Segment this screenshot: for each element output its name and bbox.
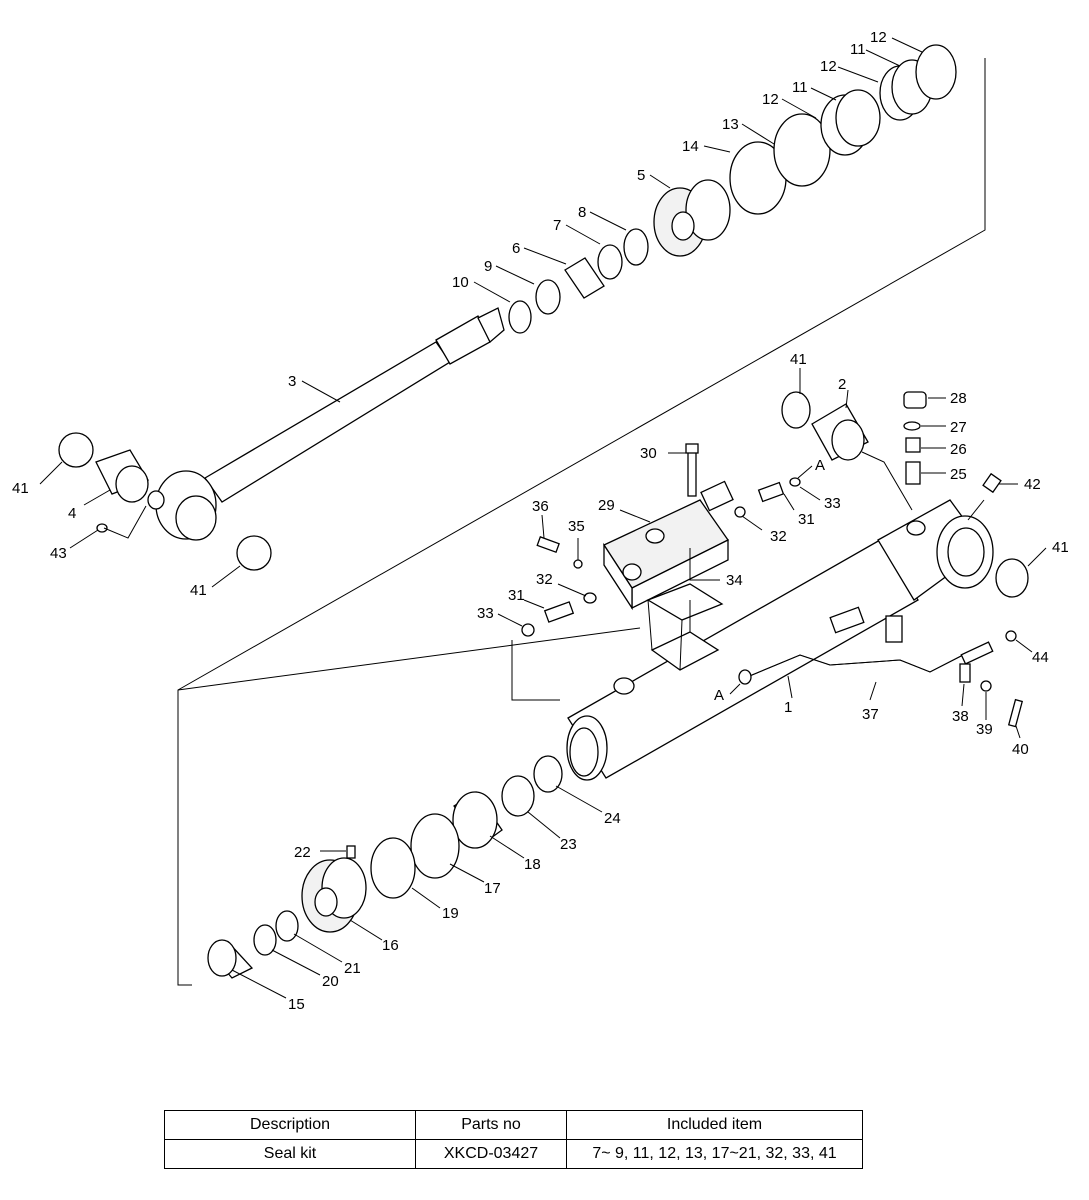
callout-label: 32 (536, 571, 553, 588)
callout-label: 38 (952, 708, 969, 725)
callout-label: 29 (598, 497, 615, 514)
leader-lines (39, 37, 1047, 999)
cylinder-tube (566, 499, 994, 781)
callout-label: 30 (640, 445, 657, 462)
callout-label: 12 (762, 91, 779, 108)
callout-label: 20 (322, 973, 339, 990)
boundary-lines (177, 58, 986, 986)
callout-label: 34 (726, 572, 743, 589)
cell-parts-no: XKCD-03427 (415, 1139, 567, 1169)
callout-label: 35 (568, 518, 585, 535)
callout-label: 21 (344, 960, 361, 977)
head-bushing (781, 391, 1029, 598)
pipe-assembly (738, 606, 1024, 728)
callout-label: 12 (820, 58, 837, 75)
cell-description: Seal kit (164, 1139, 416, 1169)
callout-label: 41 (190, 582, 207, 599)
callout-label: 40 (1012, 741, 1029, 758)
callout-label: 33 (477, 605, 494, 622)
callout-label: 44 (1032, 649, 1049, 666)
callout-label: 41 (790, 351, 807, 368)
piston-side-seals (207, 755, 563, 979)
callout-label: 24 (604, 810, 621, 827)
callout-label: 13 (722, 116, 739, 133)
callout-label: 28 (950, 390, 967, 407)
callout-label: 1 (784, 699, 792, 716)
table-row: Seal kit XKCD-03427 7~ 9, 11, 12, 13, 17… (164, 1139, 863, 1169)
callout-label: 8 (578, 204, 586, 221)
column-header-included-item: Included item (566, 1110, 863, 1140)
callout-label: 9 (484, 258, 492, 275)
callout-label: 41 (12, 480, 29, 497)
callout-label: 11 (792, 79, 808, 96)
callout-label: 14 (682, 138, 699, 155)
callout-label: 23 (560, 836, 577, 853)
head-fittings (903, 391, 1002, 494)
callout-label: 37 (862, 706, 879, 723)
exploded-parts-diagram: 12 11 12 11 12 13 14 5 8 7 6 9 10 3 41 4… (12, 29, 1069, 1013)
callout-label: 41 (1052, 539, 1069, 556)
callout-label: 12 (870, 29, 887, 46)
callout-label: 15 (288, 996, 305, 1013)
callout-label: A (815, 457, 825, 474)
callout-label: 36 (532, 498, 549, 515)
valve-block (521, 443, 801, 637)
callout-label: 17 (484, 880, 501, 897)
callout-label: 42 (1024, 476, 1041, 493)
callout-label: 19 (442, 905, 459, 922)
callout-label: 25 (950, 466, 967, 483)
table-header-row: Description Parts no Included item (164, 1110, 863, 1140)
callout-label: 32 (770, 528, 787, 545)
callout-label: A (714, 687, 724, 704)
callout-label: 5 (637, 167, 645, 184)
callout-label: 10 (452, 274, 469, 291)
callout-label: 16 (382, 937, 399, 954)
callout-label: 31 (798, 511, 815, 528)
callout-label: 27 (950, 419, 967, 436)
callout-label: 26 (950, 441, 967, 458)
callout-label: 22 (294, 844, 311, 861)
callout-label: 6 (512, 240, 520, 257)
rod-end-rings (58, 432, 272, 571)
cell-included-item: 7~ 9, 11, 12, 13, 17~21, 32, 33, 41 (566, 1139, 863, 1169)
callout-labels: 12 11 12 11 12 13 14 5 8 7 6 9 10 3 41 4… (12, 29, 1069, 1013)
callout-label: 11 (850, 41, 866, 58)
callout-label: 31 (508, 587, 525, 604)
bushing-4 (95, 449, 149, 503)
bracket (646, 583, 724, 671)
callout-label: 43 (50, 545, 67, 562)
seal-kit-table: Description Parts no Included item Seal … (164, 1110, 863, 1169)
piston-rod (147, 307, 505, 541)
callout-label: 7 (553, 217, 561, 234)
callout-label: 39 (976, 721, 993, 738)
callout-label: 4 (68, 505, 76, 522)
callout-label: 3 (288, 373, 296, 390)
column-header-parts-no: Parts no (415, 1110, 567, 1140)
callout-label: 18 (524, 856, 541, 873)
rod-seals (508, 179, 731, 334)
column-header-description: Description (164, 1110, 416, 1140)
callout-label: 2 (838, 376, 846, 393)
callout-label: 33 (824, 495, 841, 512)
piston-rings (729, 44, 957, 215)
